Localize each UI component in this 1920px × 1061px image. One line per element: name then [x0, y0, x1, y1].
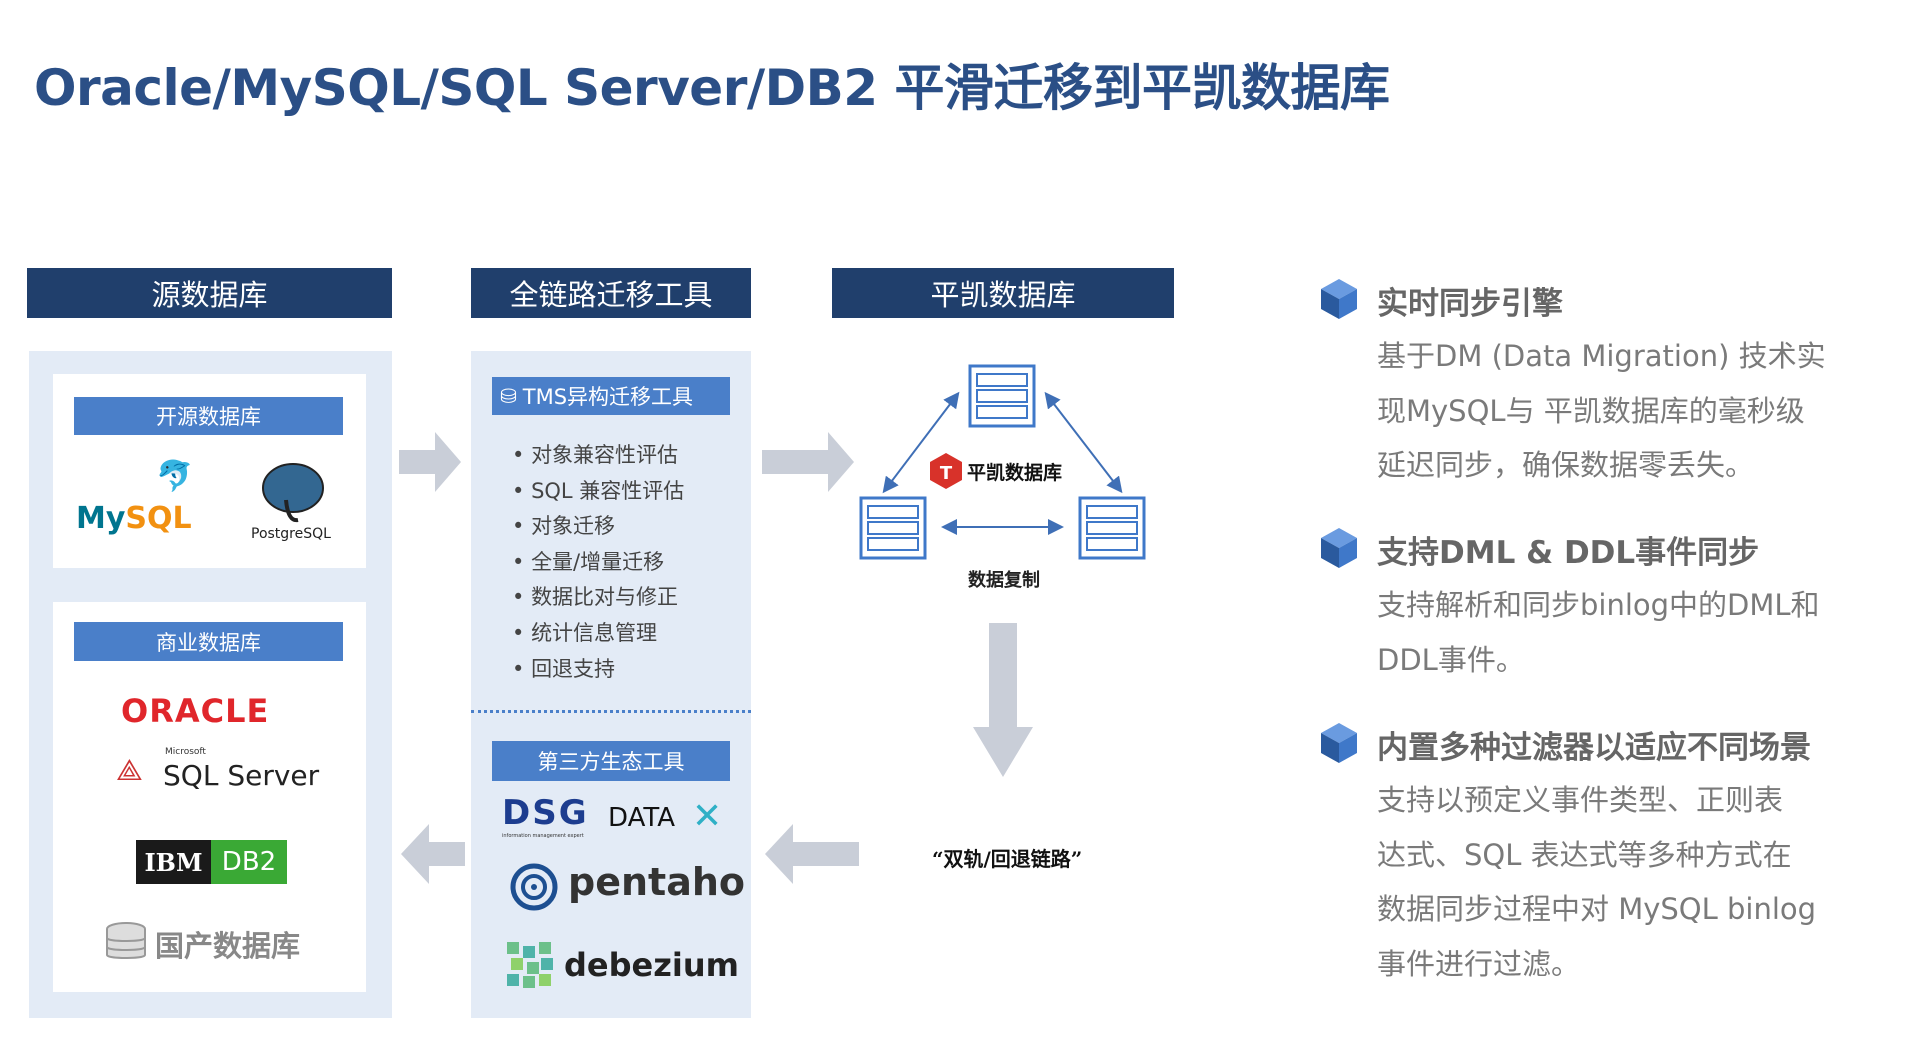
feature-body-line: 基于DM (Data Migration) 技术实	[1377, 339, 1826, 373]
tms-label: ⛁TMS异构迁移工具	[492, 377, 730, 415]
sql-server-logo: SQL Server	[163, 759, 320, 792]
cube-icon	[1321, 279, 1357, 319]
feature-body-line: 延迟同步，确保数据零丢失。	[1377, 448, 1755, 482]
ibm-logo: IBM	[136, 840, 211, 884]
target-header: 平凯数据库	[832, 268, 1174, 318]
postgresql-logo: PostgreSQL	[251, 526, 331, 542]
database-icon	[106, 922, 146, 959]
feature-text: 对象兼容性评估	[531, 443, 679, 467]
tms-label-text: TMS异构迁移工具	[522, 385, 694, 409]
debezium-icon	[507, 942, 553, 988]
dolphin-icon: 🐬	[156, 459, 194, 494]
feature-list-item: • 对象兼容性评估	[512, 443, 679, 467]
feature-text: 数据比对与修正	[531, 585, 679, 610]
microsoft-label: Microsoft	[165, 747, 206, 757]
domestic-db-label: 国产数据库	[155, 929, 301, 963]
feature-list-item: • SQL 兼容性评估	[512, 478, 685, 503]
server-icon-right	[1078, 496, 1146, 560]
tools-header: 全链路迁移工具	[471, 268, 751, 318]
feature-body-line: DDL事件。	[1377, 642, 1525, 677]
pingkai-logo-text: 平凯数据库	[967, 462, 1063, 484]
dsg-subtitle: information management expert	[502, 833, 584, 839]
oracle-logo: ORACLE	[121, 692, 270, 730]
arrow-left-icon	[401, 824, 465, 884]
commercial-box	[53, 602, 366, 992]
source-header: 源数据库	[27, 268, 392, 318]
feature-body-line: 事件进行过滤。	[1377, 946, 1581, 981]
feature-text: 回退支持	[531, 656, 616, 681]
datax-logo: DATA	[608, 803, 675, 833]
feature-list-item: • 统计信息管理	[512, 621, 658, 645]
feature-body-line: 现MySQL与 平凯数据库的毫秒级	[1377, 393, 1805, 428]
feature-list-item: • 对象迁移	[512, 514, 616, 539]
debezium-logo: debezium	[564, 946, 739, 984]
page-title: Oracle/MySQL/SQL Server/DB2 平滑迁移到平凯数据库	[34, 59, 1390, 117]
arrow-right-icon	[762, 432, 854, 492]
feature-heading: 内置多种过滤器以适应不同场景	[1377, 730, 1811, 766]
server-icon-top	[968, 364, 1036, 428]
feature-body-line: 数据同步过程中对 MySQL binlog	[1377, 892, 1817, 926]
feature-list-item: • 全量/增量迁移	[512, 549, 665, 574]
arrow-left-icon	[765, 824, 859, 884]
tms-icon: ⛁	[500, 384, 517, 408]
feature-text: 对象迁移	[531, 514, 616, 539]
datax-x-icon: ✕	[692, 796, 723, 837]
fallback-label: “双轨/回退链路”	[932, 847, 1083, 871]
open-source-label: 开源数据库	[74, 397, 343, 435]
pentaho-icon	[510, 863, 558, 911]
svg-text:T: T	[940, 463, 953, 484]
commercial-label: 商业数据库	[74, 622, 343, 661]
feature-list-item: • 回退支持	[512, 656, 616, 681]
arrow-down-icon	[973, 623, 1033, 777]
db2-logo: DB2	[211, 840, 287, 884]
replication-diagram	[859, 364, 1146, 560]
cube-icon	[1321, 528, 1357, 568]
third-party-label: 第三方生态工具	[492, 741, 730, 781]
feature-body-line: 支持解析和同步binlog中的DML和	[1377, 588, 1820, 622]
divider	[471, 710, 751, 713]
pingkai-logo-icon: T	[930, 453, 962, 489]
feature-text: SQL 兼容性评估	[531, 478, 685, 503]
replication-label: 数据复制	[968, 570, 1040, 591]
cube-icon	[1321, 723, 1357, 763]
tools-panel	[471, 351, 751, 1018]
feature-text: 全量/增量迁移	[531, 549, 665, 574]
feature-list-item: • 数据比对与修正	[512, 585, 679, 610]
pentaho-logo: pentaho	[568, 860, 745, 904]
feature-body-line: 达式、SQL 表达式等多种方式在	[1377, 837, 1792, 872]
server-icon-left	[859, 496, 927, 560]
dsg-logo: DSG	[502, 793, 589, 833]
sql-server-icon: ⟁	[116, 753, 143, 788]
feature-heading: 实时同步引擎	[1377, 286, 1563, 322]
postgresql-elephant-icon	[262, 463, 324, 523]
feature-text: 统计信息管理	[531, 621, 658, 645]
mysql-logo: MySQL	[76, 501, 192, 536]
feature-heading: 支持DML & DDL事件同步	[1377, 535, 1760, 571]
feature-body-line: 支持以预定义事件类型、正则表	[1377, 783, 1784, 817]
arrow-right-icon	[399, 432, 461, 492]
